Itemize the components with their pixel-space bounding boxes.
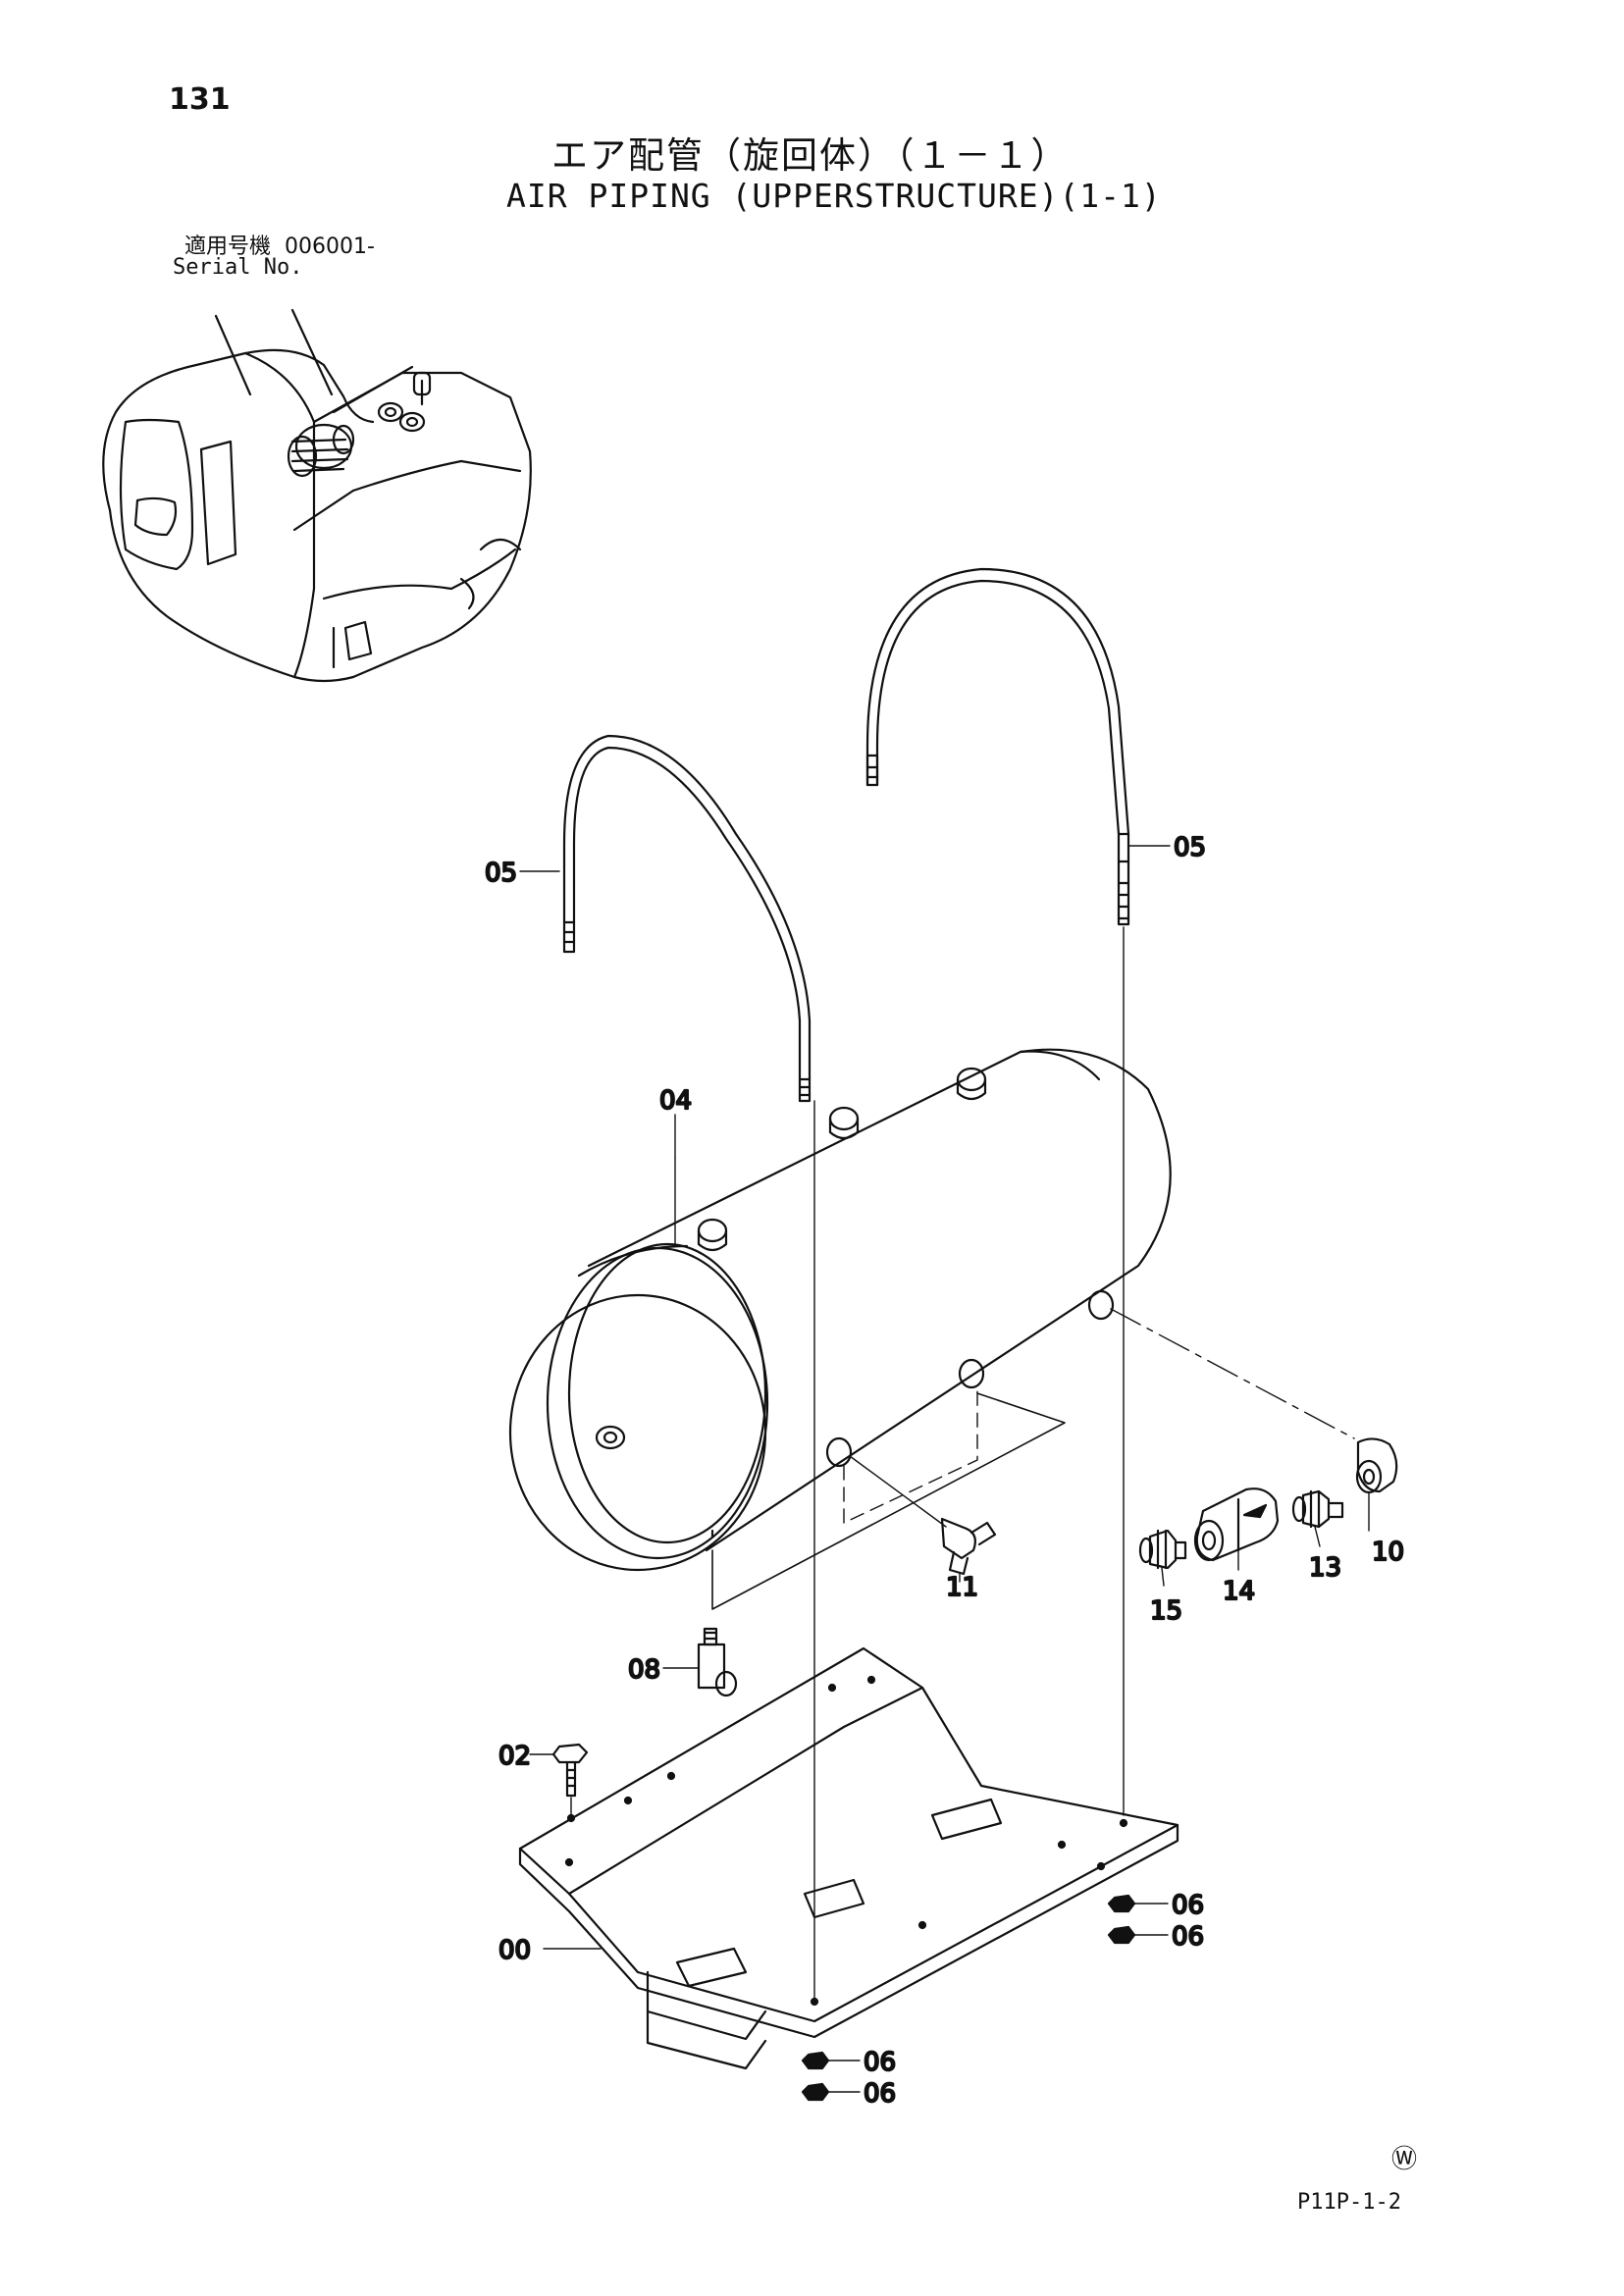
bolt-02 — [529, 1743, 589, 1816]
callout-04: 04 — [659, 1086, 692, 1116]
serial-label-english: Serial No. — [173, 255, 303, 280]
air-tank-04 — [508, 1048, 1172, 1610]
callout-14: 14 — [1223, 1577, 1255, 1606]
drain-cock-08 — [662, 1627, 738, 1697]
callout-11: 11 — [946, 1573, 978, 1602]
mounting-bracket-00 — [518, 1646, 1179, 2070]
callout-02: 02 — [498, 1742, 531, 1771]
callout-06-c: 06 — [864, 2048, 896, 2077]
excavator-location-sketch — [102, 308, 532, 683]
callout-06-d: 06 — [864, 2079, 896, 2109]
callout-05-left: 05 — [485, 859, 517, 888]
compressor-highlight-icon — [287, 423, 355, 478]
nipple-fitting-13 — [1291, 1489, 1344, 1547]
document-code: P11P-1-2 — [1297, 2190, 1401, 2215]
callout-08: 08 — [628, 1655, 660, 1685]
title-japanese: エア配管（旋回体）（１－１） — [551, 134, 1070, 177]
callout-06-b: 06 — [1172, 1922, 1204, 1952]
serial-label-japanese: 適用号機 006001- — [184, 229, 375, 260]
callout-10: 10 — [1372, 1538, 1404, 1567]
elbow-fitting-10 — [1110, 1308, 1398, 1532]
serial-value: 006001- — [285, 235, 375, 259]
hose-left-05 — [562, 734, 815, 2003]
w-mark: Ⓦ — [1391, 2145, 1418, 2174]
nuts-06-bottom — [801, 2051, 861, 2102]
serial-label-jp-text: 適用号機 — [184, 235, 272, 259]
callout-06-a: 06 — [1172, 1891, 1204, 1920]
nipple-fitting-15 — [1138, 1529, 1187, 1587]
check-valve-14 — [1193, 1487, 1280, 1571]
callout-00: 00 — [498, 1936, 531, 1965]
callout-05-right: 05 — [1174, 833, 1206, 862]
elbow-fitting-11 — [849, 1455, 997, 1583]
nuts-06-right — [1107, 1894, 1169, 1945]
hose-right-05 — [865, 567, 1130, 1816]
callout-13: 13 — [1309, 1553, 1341, 1583]
page-number: 131 — [169, 82, 231, 117]
title-english: AIR PIPING (UPPERSTRUCTURE)(1-1) — [506, 177, 1162, 215]
callout-15: 15 — [1150, 1596, 1182, 1626]
